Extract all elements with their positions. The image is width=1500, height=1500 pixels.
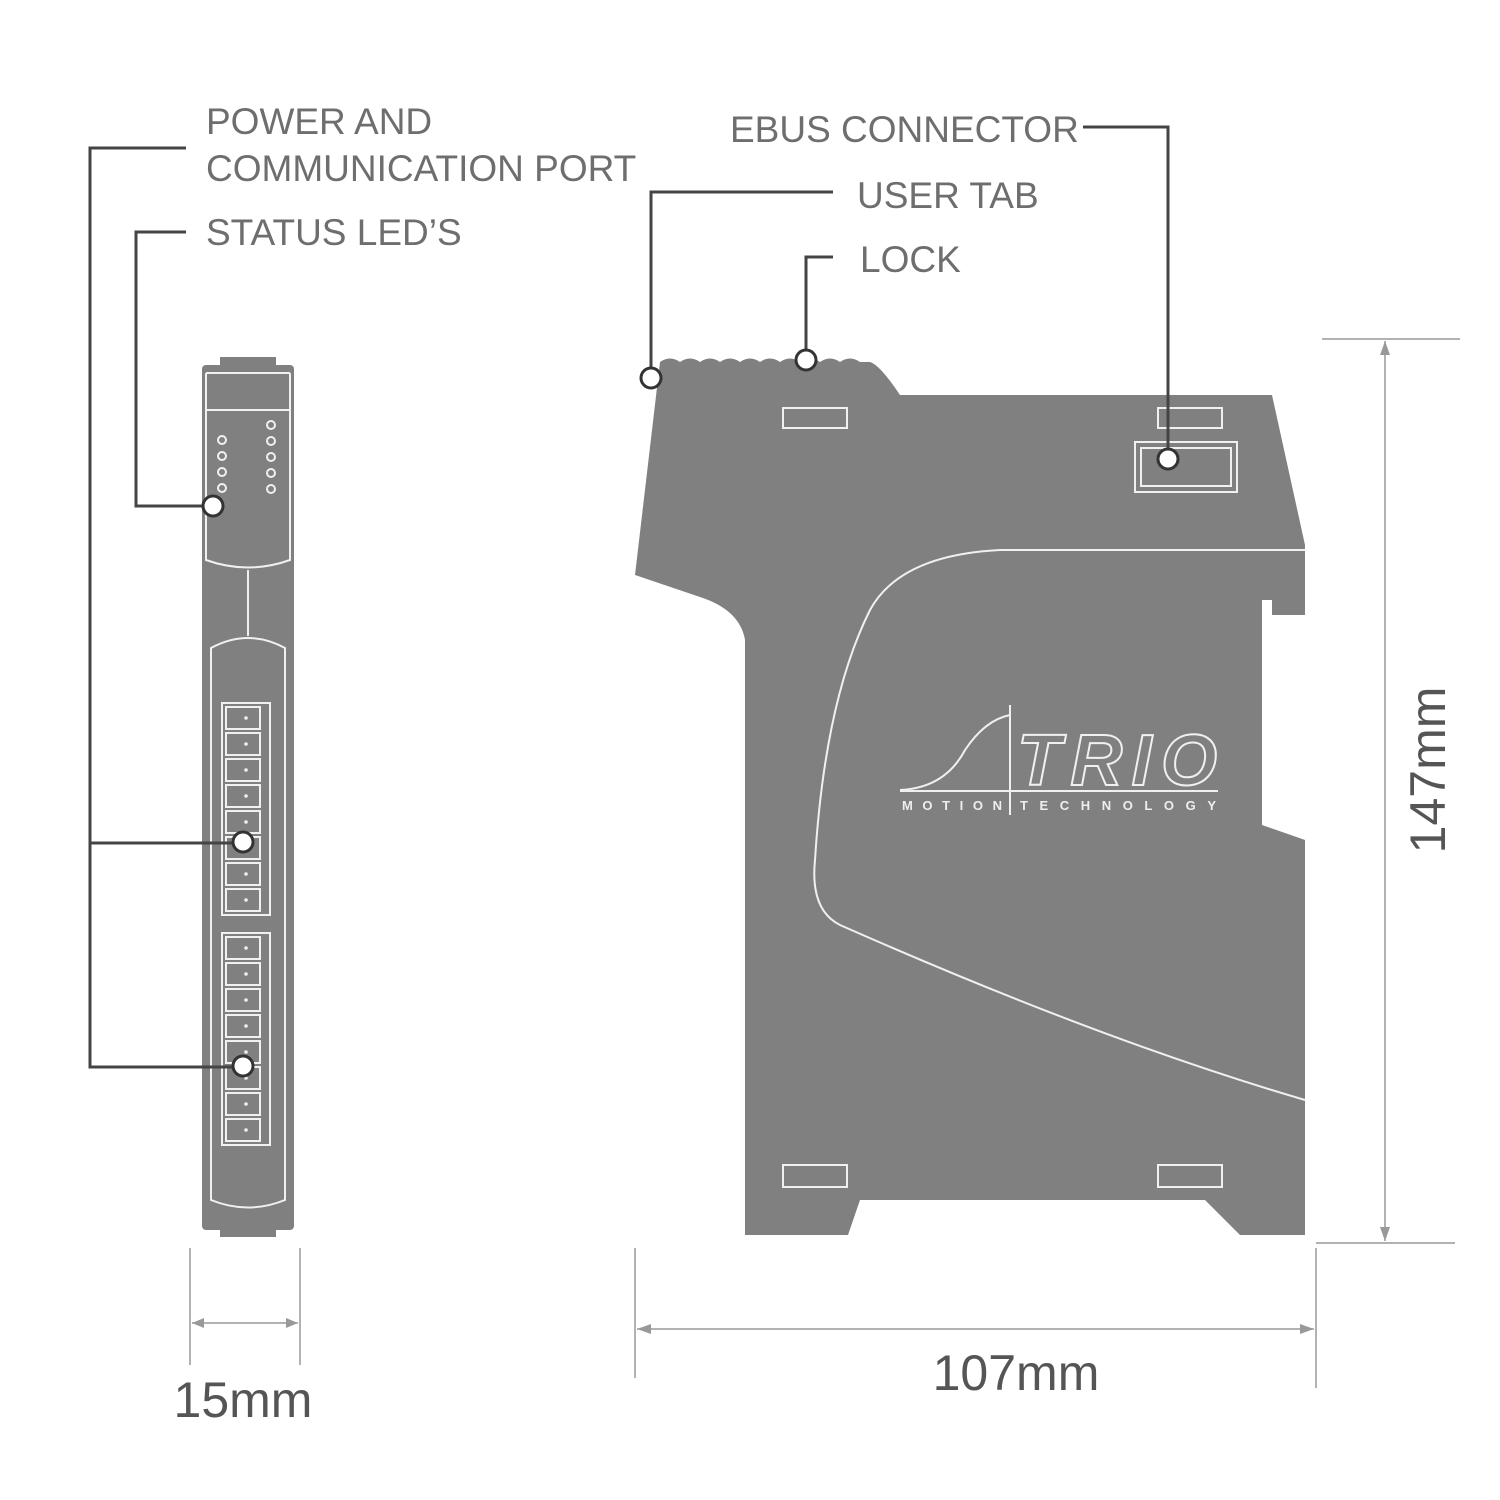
terminal-screw bbox=[244, 872, 248, 876]
terminal-pin bbox=[225, 784, 261, 808]
terminal-screw bbox=[244, 742, 248, 746]
dimension-107mm: 107mm bbox=[634, 1248, 1317, 1401]
terminal-pin bbox=[225, 1092, 261, 1116]
terminal-pin bbox=[225, 1014, 261, 1038]
label-power-port-2: COMMUNICATION PORT bbox=[206, 148, 636, 189]
terminal-pin bbox=[225, 936, 261, 960]
dim-label-147mm: 147mm bbox=[1400, 687, 1456, 854]
terminal-screw bbox=[244, 946, 248, 950]
ebus-marker bbox=[1156, 447, 1180, 471]
terminal-screw bbox=[244, 1128, 248, 1132]
status-leds-marker bbox=[201, 494, 225, 518]
terminal-screw bbox=[244, 794, 248, 798]
terminal-screw bbox=[244, 998, 248, 1002]
label-ebus-connector: EBUS CONNECTOR bbox=[730, 109, 1079, 150]
terminal-pin bbox=[225, 1118, 261, 1142]
user-tab-slot bbox=[782, 407, 848, 429]
terminal-pin bbox=[225, 862, 261, 886]
terminal-block-icons bbox=[221, 702, 271, 1146]
terminal-block bbox=[221, 702, 271, 916]
dimension-15mm: 15mm bbox=[174, 1248, 313, 1428]
terminal-block bbox=[221, 932, 271, 1146]
trio-logo: TRIO MOTION TECHNOLOGY bbox=[899, 705, 1218, 815]
label-status-leds: STATUS LED’S bbox=[206, 212, 462, 253]
user-tab-marker bbox=[639, 366, 663, 390]
logo-brand: TRIO bbox=[1017, 721, 1217, 801]
terminal-pin bbox=[225, 888, 261, 912]
terminal-screw bbox=[244, 820, 248, 824]
dim-label-15mm: 15mm bbox=[174, 1372, 313, 1428]
terminal-pin bbox=[225, 732, 261, 756]
front-view-device: TRIO MOTION TECHNOLOGY bbox=[635, 358, 1306, 1235]
dimension-147mm: 147mm bbox=[1316, 338, 1460, 1244]
label-user-tab: USER TAB bbox=[857, 175, 1039, 216]
terminal-pin bbox=[225, 962, 261, 986]
terminal-pin bbox=[225, 706, 261, 730]
port-marker bbox=[231, 1054, 255, 1078]
terminal-screw bbox=[244, 1024, 248, 1028]
terminal-screw bbox=[244, 898, 248, 902]
ebus-connector-icon bbox=[1134, 441, 1238, 493]
terminal-pin bbox=[225, 988, 261, 1012]
terminal-screw bbox=[244, 1050, 248, 1054]
terminal-screw bbox=[244, 1102, 248, 1106]
terminal-screw bbox=[244, 972, 248, 976]
terminal-pin bbox=[225, 758, 261, 782]
lock-marker bbox=[794, 348, 818, 372]
side-view-device bbox=[202, 357, 294, 1237]
label-lock: LOCK bbox=[860, 239, 961, 280]
dim-label-107mm: 107mm bbox=[933, 1345, 1100, 1401]
status-led-icons bbox=[217, 420, 276, 494]
label-power-port: POWER AND bbox=[206, 101, 432, 142]
port-marker bbox=[231, 830, 255, 854]
terminal-screw bbox=[244, 716, 248, 720]
terminal-screw bbox=[244, 768, 248, 772]
